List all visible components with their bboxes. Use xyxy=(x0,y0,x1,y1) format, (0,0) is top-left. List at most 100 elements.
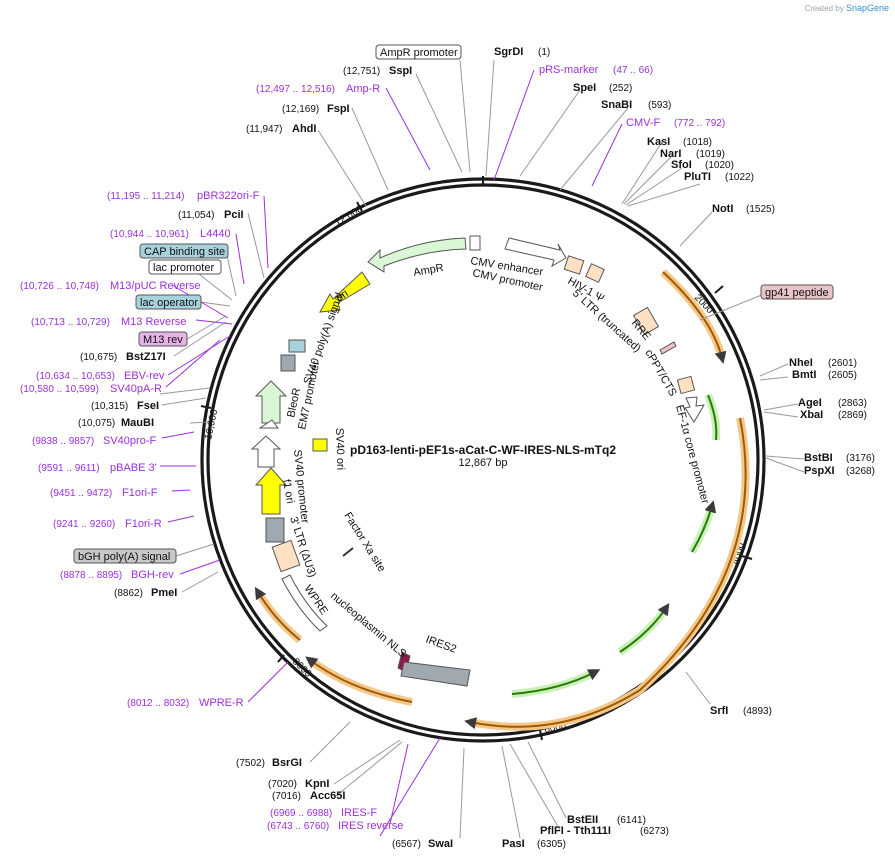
enzyme-pcii: PciI xyxy=(224,209,244,221)
bleor-arrow xyxy=(254,380,288,424)
ltr5-box xyxy=(585,263,605,283)
tick-10000 xyxy=(200,405,212,409)
enzyme-pmei-pos: (8862) xyxy=(114,588,143,599)
enzyme-srfi: SrfI xyxy=(710,705,728,717)
primer-sv40pro-f-range: (9838 .. 9857) xyxy=(32,436,94,447)
enzyme-pluti-pos: (1022) xyxy=(725,172,754,183)
lac-promoter-label-box xyxy=(148,259,222,275)
enzyme-pcii-pos: (11,054) xyxy=(178,210,215,221)
enzyme-kpni: KpnI xyxy=(305,778,329,790)
enzyme-ahdi: AhdI xyxy=(292,123,316,135)
enzyme-bstbi: BstBI xyxy=(804,452,833,464)
lac-promoter-label: lac promoter xyxy=(153,262,214,274)
primer-l4440-range: (10,944 .. 10,961) xyxy=(110,229,189,240)
primer-amp-r: Amp-R xyxy=(346,83,380,95)
label-ampr: AmpR xyxy=(412,262,444,279)
primer-pbabe3-range: (9591 .. 9611) xyxy=(38,463,100,474)
sv40-ori-box xyxy=(312,438,328,452)
label-ires2: IRES2 xyxy=(424,634,458,656)
em7-arrow xyxy=(258,419,279,429)
primer-labels: pRS-marker (47 .. 66) CMV-F (772 .. 792)… xyxy=(20,64,725,832)
enzyme-sfoi-pos: (1020) xyxy=(705,160,734,171)
created-by-text: Created by xyxy=(804,4,844,13)
enzyme-kasi: KasI xyxy=(647,136,670,148)
primer-pbr322ori-f: pBR322ori-F xyxy=(197,190,260,202)
gp41-label: gp41 peptide xyxy=(765,287,829,299)
lac-operator-label-box xyxy=(135,294,202,310)
enzyme-bmti-pos: (2605) xyxy=(828,370,857,381)
primer-cmv-f-range: (772 .. 792) xyxy=(674,118,725,129)
enzyme-sspi-pos: (12,751) xyxy=(343,66,380,77)
primer-cmv-f: CMV-F xyxy=(626,117,661,129)
enzyme-fsei-pos: (10,315) xyxy=(91,401,128,412)
enzyme-bsrgi-pos: (7502) xyxy=(236,758,265,769)
ampr-promoter-label: AmpR promoter xyxy=(380,47,458,59)
tick-8000 xyxy=(277,654,285,663)
wpre-arc xyxy=(281,574,328,632)
ef1a-arrow xyxy=(684,396,705,423)
enzyme-nari-pos: (1019) xyxy=(696,149,725,160)
tick-12000 xyxy=(356,201,363,212)
enzyme-nhei: NheI xyxy=(789,357,813,369)
orange-arc-1-line xyxy=(662,271,727,364)
hiv-psi-box xyxy=(563,255,585,275)
primer-sv40pa-r: SV40pA-R xyxy=(110,383,162,395)
bgh-box xyxy=(265,517,285,543)
enzyme-fspi-pos: (12,169) xyxy=(282,104,319,115)
tick-2000 xyxy=(714,285,724,294)
primer-amp-r-range: (12,497 .. 12,516) xyxy=(256,84,335,95)
sv40-polya-box xyxy=(280,354,296,372)
enzyme-swai: SwaI xyxy=(428,838,453,850)
green-arc-3 xyxy=(617,605,670,656)
enzyme-bsteii: BstEII xyxy=(567,814,598,826)
enzyme-kasi-pos: (1018) xyxy=(683,137,712,148)
enzyme-snabi: SnaBI xyxy=(601,99,632,111)
green-arc-4 xyxy=(511,668,597,698)
primer-prs-marker: pRS-marker xyxy=(539,64,599,76)
snapgene-logo-text: SnapGene xyxy=(845,3,889,13)
primer-l4440: L4440 xyxy=(200,228,231,240)
primer-f1ori-r: F1ori-R xyxy=(125,518,162,530)
cmv-enhancer-arrow xyxy=(504,237,567,268)
tick-label-12000: 12,000 xyxy=(333,204,365,229)
enzyme-pspxi-pos: (3268) xyxy=(846,466,875,477)
enzyme-noti: NotI xyxy=(712,203,733,215)
primer-sv40pro-f: SV40pro-F xyxy=(103,435,156,447)
orange-arc-3 xyxy=(307,656,413,706)
enzyme-bsteii-pos: (6141) xyxy=(617,815,646,826)
ampr-promoter-box xyxy=(469,235,481,251)
enzyme-pasi: PasI xyxy=(502,838,525,850)
enzyme-spei: SpeI xyxy=(573,82,596,94)
cap-binding-label-box xyxy=(139,243,229,259)
enzyme-srfi-pos: (4893) xyxy=(743,706,772,717)
label-ori: ori xyxy=(334,288,351,305)
enzyme-spei-pos: (252) xyxy=(609,83,632,94)
bgh-polya-label: bGH poly(A) signal xyxy=(78,551,170,563)
primer-pbr322ori-f-range: (11,195 .. 11,214) xyxy=(107,191,184,202)
green-arc-1-line xyxy=(707,394,718,441)
tick-4000 xyxy=(741,555,753,560)
primer-wpre-r-range: (8012 .. 8032) xyxy=(127,698,189,709)
cppt-box xyxy=(676,375,696,395)
orange-arc-4-line xyxy=(254,586,301,641)
enzyme-bstz17i-pos: (10,675) xyxy=(80,352,117,363)
ori-arrow xyxy=(319,271,371,313)
enzyme-pflfi: PflFI - Tth111I xyxy=(540,825,611,837)
enzyme-pasi-pos: (6305) xyxy=(537,839,566,850)
primer-f1ori-f: F1ori-F xyxy=(122,487,158,499)
enzyme-fspi: FspI xyxy=(327,103,350,115)
enzyme-pflfi-pos: (6273) xyxy=(640,826,669,837)
enzyme-acc65i: Acc65I xyxy=(310,790,345,802)
primer-ires-reverse: IRES reverse xyxy=(338,820,403,832)
boxed-labels: AmpR promoter gp41 peptide CAP binding s… xyxy=(73,44,834,564)
ampr-promoter-label-box xyxy=(375,44,462,60)
tick-marks xyxy=(200,176,753,741)
cap-binding-label: CAP binding site xyxy=(144,246,225,258)
plasmid-name: pD163-lenti-pEF1s-aCat-C-WF-IRES-NLS-mTq… xyxy=(350,443,616,457)
primer-m13-reverse: M13 Reverse xyxy=(121,316,186,328)
enzyme-maubi-pos: (10,075) xyxy=(78,418,115,429)
factor-xa-mark xyxy=(342,547,354,557)
gene-arcs xyxy=(254,269,750,731)
feature-shapes xyxy=(250,235,705,687)
